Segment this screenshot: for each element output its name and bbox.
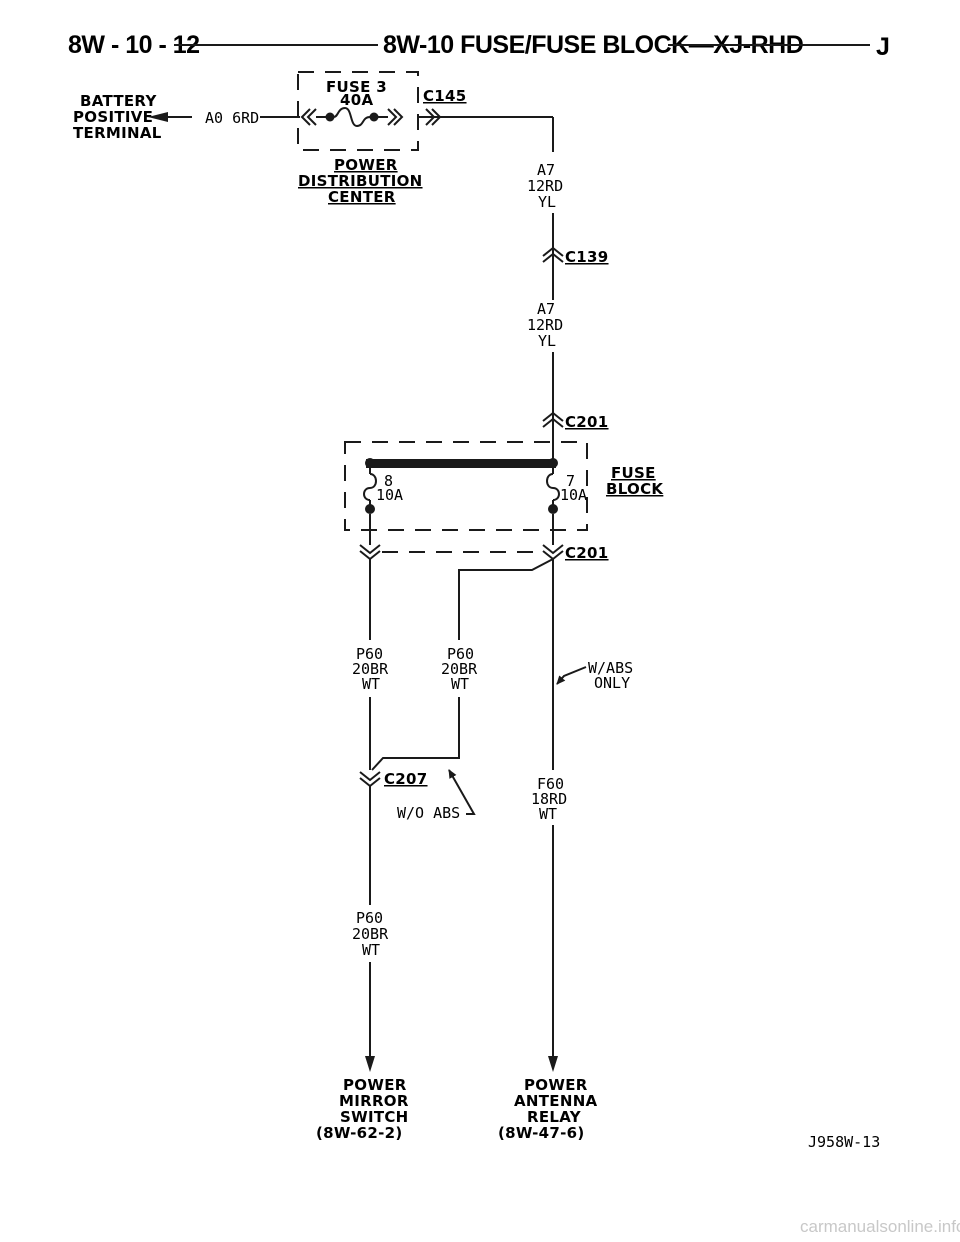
svg-text:BATTERY: BATTERY — [80, 92, 157, 110]
connector-c201-bottom-symbol — [359, 544, 564, 561]
svg-text:(8W-47-6): (8W-47-6) — [498, 1124, 584, 1142]
svg-text:YL: YL — [538, 332, 556, 350]
svg-text:POWER: POWER — [524, 1076, 588, 1094]
svg-text:WT: WT — [451, 675, 469, 693]
svg-text:SWITCH: SWITCH — [340, 1108, 409, 1126]
figure-id: J958W-13 — [808, 1133, 880, 1151]
fuse3-symbol — [292, 106, 404, 128]
fuse-block-bus-bar — [366, 459, 556, 468]
battery-label: BATTERY POSITIVE TERMINAL — [73, 92, 162, 142]
wire-p60-left-label: P60 20BR WT — [352, 645, 389, 693]
destination-power-antenna-relay: POWER ANTENNA RELAY (8W-47-6) — [498, 1076, 598, 1142]
connector-c145: C145 — [423, 87, 467, 105]
svg-text:POSITIVE: POSITIVE — [73, 108, 153, 126]
note-abs-only: W/ABS ONLY — [588, 659, 633, 692]
svg-text:ANTENNA: ANTENNA — [514, 1092, 598, 1110]
fuse-8-rating: 10A — [376, 486, 403, 504]
svg-text:MIRROR: MIRROR — [339, 1092, 409, 1110]
wire-a7-bottom-label: A7 12RD YL — [527, 300, 563, 350]
pdc-label: POWER DISTRIBUTION CENTER — [298, 156, 423, 206]
svg-text:FUSE: FUSE — [611, 464, 656, 482]
svg-text:TERMINAL: TERMINAL — [73, 124, 162, 142]
destination-power-mirror-switch: POWER MIRROR SWITCH (8W-62-2) — [316, 1076, 409, 1142]
svg-text:12RD: 12RD — [527, 316, 563, 334]
connector-c207-symbol — [359, 771, 381, 788]
fuse-block-label: FUSE BLOCK — [606, 464, 664, 498]
svg-text:DISTRIBUTION: DISTRIBUTION — [298, 172, 423, 190]
svg-text:WT: WT — [362, 675, 380, 693]
svg-text:20BR: 20BR — [352, 660, 389, 678]
svg-text:20BR: 20BR — [441, 660, 478, 678]
connector-c201-top-symbol — [542, 411, 564, 428]
fuse3-rating: 40A — [340, 91, 373, 109]
svg-text:F60: F60 — [537, 775, 564, 793]
svg-text:POWER: POWER — [334, 156, 398, 174]
fuse3-name: FUSE 3 — [326, 78, 387, 96]
svg-text:18RD: 18RD — [531, 790, 567, 808]
connector-c139: C139 — [565, 248, 609, 266]
connector-c201-top: C201 — [565, 413, 609, 431]
note-without-abs: W/O ABS — [397, 804, 460, 822]
svg-text:ONLY: ONLY — [594, 674, 630, 692]
wire-f60-label: F60 18RD WT — [531, 775, 567, 823]
fuse-block-box — [344, 441, 588, 531]
note-no-abs-leader — [448, 769, 476, 815]
battery-terminal-arrow — [148, 112, 168, 122]
wire-p60-lower-label: P60 20BR WT — [352, 909, 389, 959]
svg-text:WT: WT — [362, 941, 380, 959]
svg-text:P60: P60 — [356, 645, 383, 663]
fuse-8-symbol — [363, 468, 377, 514]
svg-text:20BR: 20BR — [352, 925, 389, 943]
note-abs-leader — [556, 666, 587, 685]
svg-text:W/ABS: W/ABS — [588, 659, 633, 677]
fuse-7-number: 7 — [566, 472, 575, 490]
wire-p60-middle-label: P60 20BR WT — [441, 645, 478, 693]
fuse-8-number: 8 — [384, 472, 393, 490]
svg-text:12RD: 12RD — [527, 177, 563, 195]
pdc-box — [297, 71, 419, 151]
svg-text:RELAY: RELAY — [527, 1108, 582, 1126]
connector-c201-bottom: C201 — [565, 544, 609, 562]
fuse-7-rating: 10A — [560, 486, 587, 504]
svg-text:(8W-62-2): (8W-62-2) — [316, 1124, 402, 1142]
fuse-7-symbol — [546, 468, 560, 514]
svg-text:A7: A7 — [537, 161, 555, 179]
svg-text:P60: P60 — [447, 645, 474, 663]
svg-text:YL: YL — [538, 193, 556, 211]
svg-text:POWER: POWER — [343, 1076, 407, 1094]
connector-c207: C207 — [384, 770, 428, 788]
mirror-arrow — [365, 1056, 375, 1072]
svg-text:A7: A7 — [537, 300, 555, 318]
svg-text:WT: WT — [539, 805, 557, 823]
antenna-arrow — [548, 1056, 558, 1072]
wire-a0-label: A0 6RD — [205, 109, 259, 127]
wire-a7-top-label: A7 12RD YL — [527, 161, 563, 211]
wire-p60-middle — [458, 558, 554, 640]
svg-text:P60: P60 — [356, 909, 383, 927]
model-letter: J — [876, 33, 889, 61]
watermark[interactable]: carmanualsonline.info — [800, 1217, 960, 1236]
svg-text:BLOCK: BLOCK — [606, 480, 664, 498]
svg-text:CENTER: CENTER — [328, 188, 396, 206]
connector-c139-symbol — [542, 246, 564, 263]
